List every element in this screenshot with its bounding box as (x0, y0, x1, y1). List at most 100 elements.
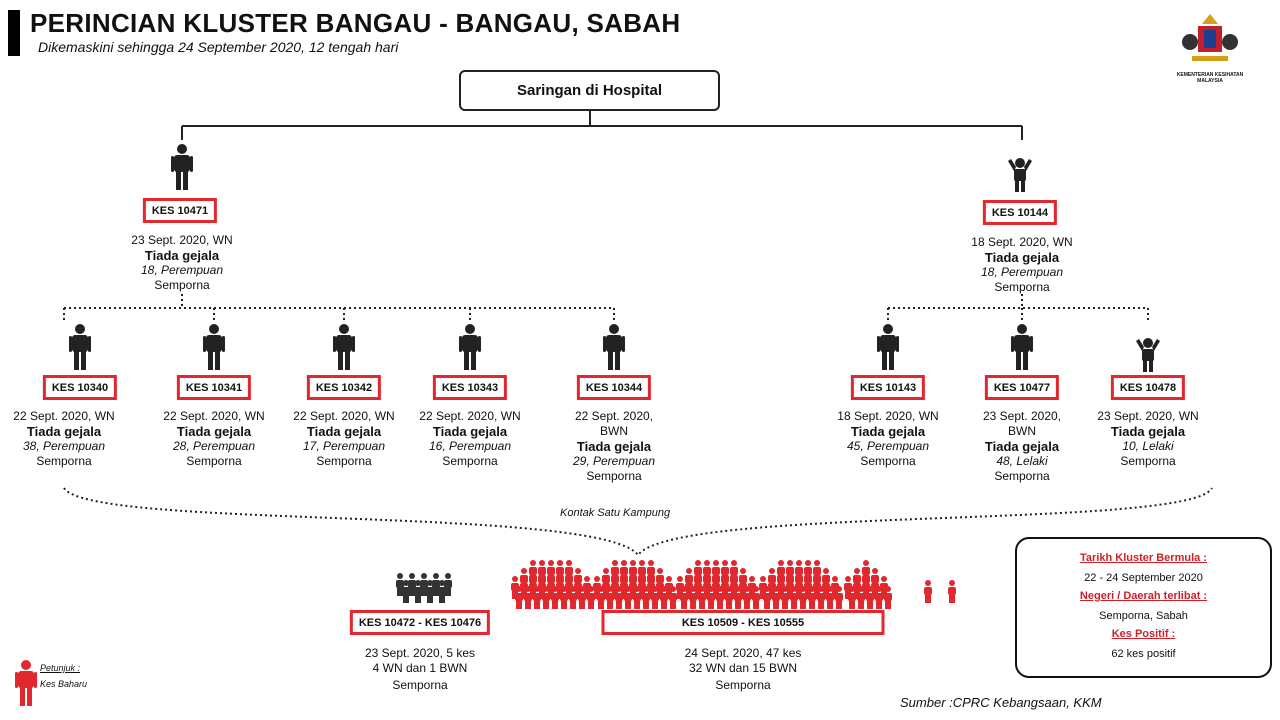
new-case-icon (808, 586, 816, 609)
new-case-icon (712, 560, 720, 583)
case-detail: 18, Perempuan (140, 263, 224, 277)
new-case-icon (606, 586, 614, 609)
case-box: KES 10343 (432, 375, 508, 400)
new-case-icon (707, 586, 715, 609)
case-box: KES 10143 (850, 375, 926, 400)
new-case-icon (781, 586, 789, 609)
group-line: 4 WN dan 1 BWN (372, 661, 468, 675)
case-detail: 48, Lelaki (996, 454, 1048, 468)
title-bar (8, 10, 20, 56)
case-box: KES 10478 (1110, 375, 1186, 400)
new-case-icon (884, 586, 892, 609)
new-case-icon (680, 586, 688, 609)
adult-person-icon (69, 324, 91, 370)
coat-of-arms-icon (1182, 14, 1238, 61)
source-note: Sumber :CPRC Kebangsaan, KKM (900, 695, 1102, 710)
new-case-icon (578, 586, 586, 609)
child-person-icon (1136, 338, 1160, 372)
case-box: KES 10144 (982, 200, 1058, 225)
group-box: KES 10472 - KES 10476 (349, 610, 491, 635)
page-title: PERINCIAN KLUSTER BANGAU - BANGAU, SABAH (30, 8, 681, 38)
new-case-icon (565, 560, 573, 583)
case-detail: 38, Perempuan (22, 439, 106, 453)
case-date: 23 Sept. 2020, (982, 409, 1062, 423)
existing-case-icon (426, 580, 434, 603)
new-case-icon (533, 586, 541, 609)
new-case-icon (560, 586, 568, 609)
case-detail: 29, Perempuan (572, 454, 656, 468)
case-detail: 45, Perempuan (846, 439, 930, 453)
new-case-icon (651, 586, 659, 609)
case-status: Tiada gejala (576, 439, 652, 454)
new-case-icon (538, 560, 546, 583)
region-label: Negeri / Daerah terlibat : (1079, 590, 1208, 602)
new-case-icon (669, 586, 677, 609)
new-case-icon (716, 586, 724, 609)
group-line: 24 Sept. 2020, 47 kes (684, 646, 802, 660)
case-date: 18 Sept. 2020, WN (971, 235, 1073, 249)
group-line: Semporna (715, 678, 771, 692)
new-case-icon (777, 560, 785, 583)
case-date-nationality: BWN (1008, 424, 1036, 438)
new-case-icon (734, 586, 742, 609)
case-status: Tiada gejala (1110, 424, 1186, 439)
new-case-icon (763, 586, 771, 609)
new-case-icon (743, 586, 751, 609)
case-place: Semporna (586, 469, 642, 483)
page-subtitle: Dikemaskini sehingga 24 September 2020, … (38, 39, 399, 55)
new-case-icon (642, 586, 650, 609)
new-case-icon (866, 586, 874, 609)
kkm-logo: KEMENTERIAN KESIHATAN MALAYSIA (1170, 10, 1250, 84)
new-case-icon (633, 586, 641, 609)
link-label: Kontak Satu Kampung (560, 507, 671, 519)
new-case-icon (813, 560, 821, 583)
case-date: 23 Sept. 2020, WN (131, 233, 233, 247)
region-value: Semporna, Sabah (1099, 610, 1188, 622)
adult-person-icon (203, 324, 225, 370)
new-case-icon (862, 560, 870, 583)
new-case-icon (615, 586, 623, 609)
case-date: 22 Sept. 2020, WN (293, 409, 395, 423)
new-case-icon (817, 586, 825, 609)
new-case-icon (948, 580, 956, 603)
case-box: KES 10477 (984, 375, 1060, 400)
case-status: Tiada gejala (144, 248, 220, 263)
summary-box: Tarikh Kluster Bermula : 22 - 24 Septemb… (1015, 537, 1272, 678)
new-case-icon (924, 580, 932, 603)
group-box: KES 10509 - KES 10555 (601, 610, 885, 635)
adult-person-icon (459, 324, 481, 370)
new-case-icon (799, 586, 807, 609)
legend-title: Petunjuk : (40, 663, 81, 673)
adult-person-icon (603, 324, 625, 370)
legend: Petunjuk : Kes Baharu (18, 663, 87, 689)
start-label: Tarikh Kluster Bermula : (1080, 552, 1207, 564)
group-line: Semporna (392, 678, 448, 692)
case-place: Semporna (1120, 454, 1176, 468)
case-box: KES 10471 (142, 198, 218, 223)
case-date: 23 Sept. 2020, WN (1097, 409, 1199, 423)
new-case-icon (875, 586, 883, 609)
start-value: 22 - 24 September 2020 (1084, 572, 1203, 584)
new-case-icon (848, 586, 856, 609)
new-case-icon (703, 560, 711, 583)
case-date: 18 Sept. 2020, WN (837, 409, 939, 423)
case-place: Semporna (36, 454, 92, 468)
case-status: Tiada gejala (984, 439, 1060, 454)
logo-text: KEMENTERIAN KESIHATAN MALAYSIA (1176, 72, 1244, 84)
case-detail: 17, Perempuan (302, 439, 386, 453)
adult-person-icon (1011, 324, 1033, 370)
case-status: Tiada gejala (306, 424, 382, 439)
new-case-icon (660, 586, 668, 609)
case-box: KES 10342 (306, 375, 382, 400)
new-case-icon (772, 586, 780, 609)
case-place: Semporna (316, 454, 372, 468)
positive-label: Kes Positif : (1111, 628, 1176, 640)
new-case-icon (524, 586, 532, 609)
